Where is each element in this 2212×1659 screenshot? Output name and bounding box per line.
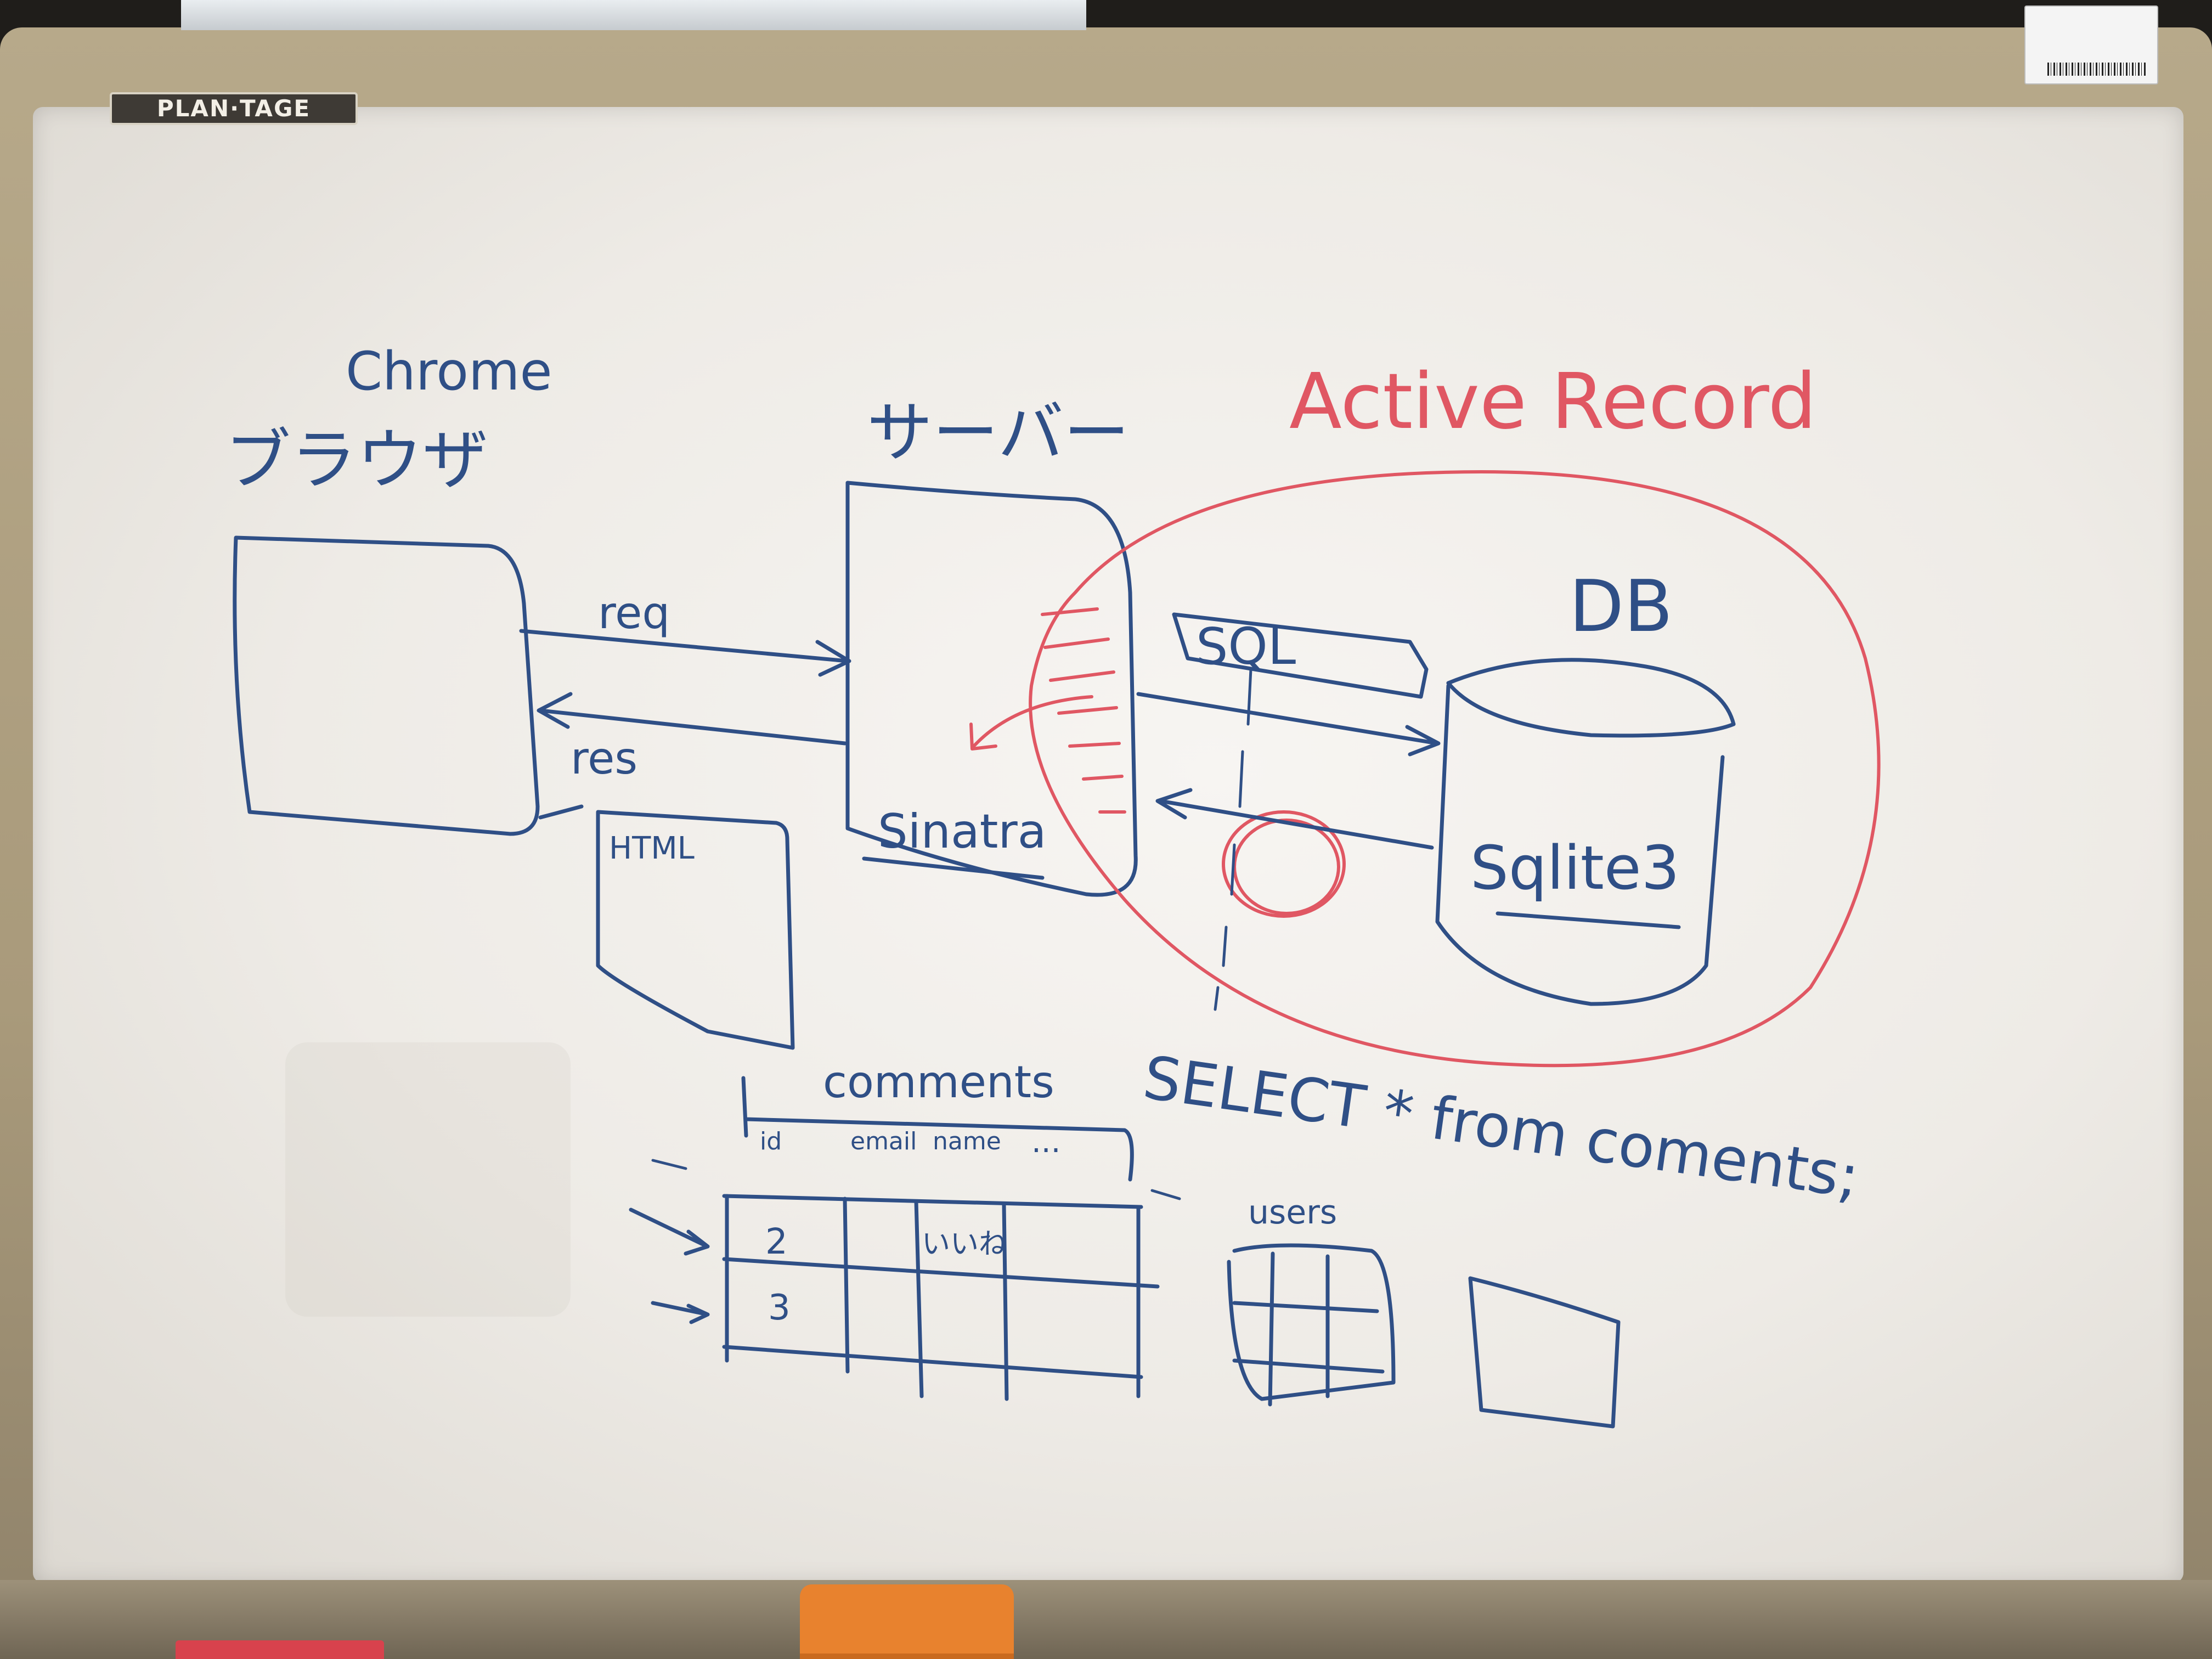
response-arrow (538, 708, 847, 746)
comments-row-1-id: 2 (765, 1222, 788, 1262)
sqlite-label: Sqlite3 (1470, 833, 1680, 903)
eraser (800, 1584, 1014, 1659)
barcode (2047, 63, 2146, 76)
chrome-label: Chrome (346, 341, 552, 402)
sqlite-underline (1496, 911, 1681, 929)
result-arrow-head (1155, 788, 1193, 820)
browser-box (233, 535, 540, 836)
db-top-front (1446, 658, 1736, 726)
comments-col-name: name (933, 1127, 1001, 1155)
select-query: SELECT * from coments; (1139, 1043, 1863, 1212)
result-circle-inner (1233, 819, 1340, 915)
sql-dashed-connector (1214, 668, 1252, 1011)
sql-label: SQL (1196, 617, 1296, 676)
result-circle (1222, 810, 1346, 918)
sql-tag (1172, 612, 1429, 699)
comments-table-grid (722, 1194, 1160, 1401)
response-arrow-head (537, 692, 573, 729)
red-marker-pen (176, 1640, 384, 1659)
ghost-eraser-mark (285, 1042, 571, 1317)
db-body (1435, 684, 1725, 1006)
users-table-title: users (1248, 1193, 1337, 1232)
html-document (596, 810, 795, 1050)
sinatra-label: Sinatra (878, 804, 1046, 859)
html-pointer (538, 804, 584, 820)
server-box (845, 481, 1138, 897)
sql-arrow-head (1405, 725, 1441, 757)
result-arrow (1158, 799, 1434, 850)
comments-col-id: id (760, 1127, 782, 1155)
sinatra-underline (862, 856, 1045, 880)
orm-return-arrow-head (969, 723, 997, 751)
extra-table-box (1468, 1276, 1621, 1429)
row-pointer-arrows (629, 1159, 1181, 1324)
asset-label-sticker (2024, 5, 2158, 84)
window-background (181, 0, 1086, 30)
html-label: HTML (609, 831, 695, 866)
active-record-boundary (1029, 470, 1881, 1068)
db-top-back (1446, 681, 1736, 738)
brand-logo: PLAN·TAGE (110, 92, 358, 125)
users-table-box (1227, 1243, 1396, 1401)
comments-col-email: email (850, 1127, 917, 1155)
browser-title: ブラウザ (225, 422, 488, 499)
active-record-hatching (1041, 607, 1126, 814)
orm-return-arrow (972, 695, 1093, 748)
comments-header-box (741, 1076, 1134, 1182)
sql-arrow (1136, 692, 1440, 746)
users-table-grid (1232, 1251, 1385, 1407)
active-record-label: Active Record (1289, 357, 1816, 447)
request-label: req (598, 588, 670, 639)
response-label: res (571, 733, 637, 784)
comments-table-title: comments (823, 1057, 1054, 1108)
request-arrow (519, 629, 850, 663)
db-title: DB (1569, 565, 1673, 648)
comments-row-2-id: 3 (768, 1288, 791, 1328)
whiteboard-surface (33, 107, 2183, 1583)
comments-row-1-value: いいね (922, 1228, 1007, 1261)
server-title: サーバー (867, 395, 1130, 471)
comments-col-more: ... (1031, 1124, 1060, 1160)
